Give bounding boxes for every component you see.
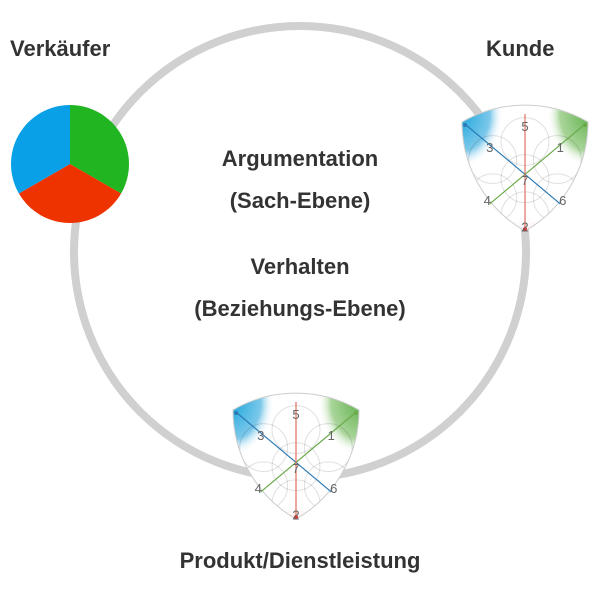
vertex-dot (294, 515, 298, 520)
axis-line-green (260, 412, 356, 493)
pie-slice-blue (11, 105, 70, 194)
behavior-label: Verhalten (250, 254, 350, 279)
axis-line-blue (236, 412, 332, 493)
widget-number-2: 2 (292, 508, 299, 523)
widget-number-1: 1 (328, 428, 335, 443)
widget-circle (239, 423, 289, 472)
axis-line-blue (465, 124, 561, 205)
widget-number-7: 7 (521, 173, 528, 188)
widget-outline (232, 392, 360, 520)
factual-level-label: (Sach-Ebene) (229, 188, 371, 213)
product-label: Produkt/Dienstleistung (179, 548, 421, 573)
pie-slice-green (70, 105, 129, 194)
seller-pie-chart (11, 105, 129, 223)
widget-number-2: 2 (521, 220, 528, 235)
relationship-level-label: (Beziehungs-Ebene) (194, 296, 406, 321)
widget-number-7: 7 (292, 461, 299, 476)
widget-number-6: 6 (330, 481, 337, 496)
customer-label: Kunde (486, 36, 555, 61)
pie-slice-red (18, 164, 122, 223)
vertex-dot (583, 123, 587, 127)
widget-number-1: 1 (557, 140, 564, 155)
widget-circle (468, 135, 518, 184)
widget-outline (461, 104, 589, 232)
widget-number-3: 3 (486, 140, 493, 155)
vertex-dot (523, 227, 527, 232)
widget-number-6: 6 (559, 193, 566, 208)
seller-label: Verkäufer (10, 36, 111, 61)
vertex-dot (463, 123, 467, 127)
vertex-dot (234, 411, 238, 415)
widget-circle (303, 423, 353, 472)
axis-line-green (489, 124, 585, 205)
widget-number-4: 4 (255, 481, 262, 496)
widget-number-5: 5 (521, 119, 528, 134)
widget-number-5: 5 (292, 407, 299, 422)
argumentation-label: Argumentation (221, 146, 379, 171)
widget-number-3: 3 (257, 428, 264, 443)
vertex-dot (354, 411, 358, 415)
widget-number-4: 4 (484, 193, 491, 208)
widget-circle (532, 135, 582, 184)
